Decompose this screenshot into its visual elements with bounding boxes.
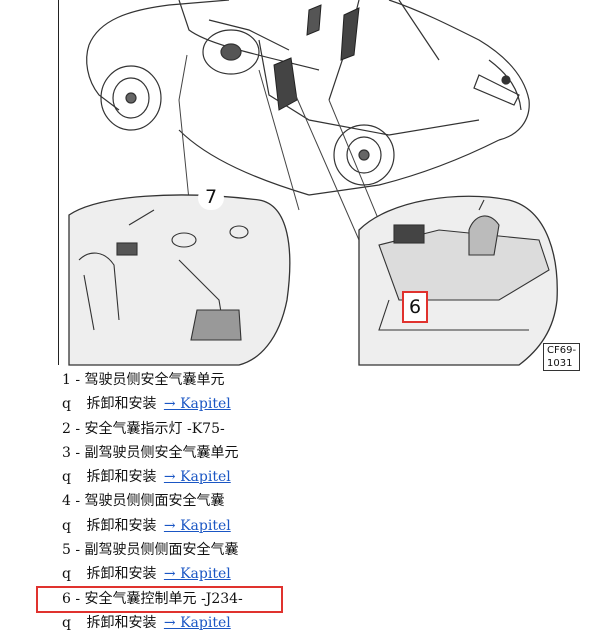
legend-item-1: 1 - 驾驶员侧安全气囊单元 [62,368,602,392]
item-text: 副驾驶员侧安全气囊单元 [84,444,239,461]
item-number: 2 - [62,420,81,437]
item-number: 6 - [62,590,81,607]
subitem-text: 拆卸和安装 [86,614,157,631]
legend-item-4: 4 - 驾驶员侧侧面安全气囊 [62,489,602,513]
bullet-q: q [62,396,71,413]
kapitel-link[interactable]: → Kapitel [163,469,231,486]
subitem-text: 拆卸和安装 [86,566,157,583]
legend-subitem-3: q 拆卸和安装 → Kapitel [62,465,602,489]
callout-number-6: 6 [402,291,428,323]
item-number: 4 - [62,493,81,510]
kapitel-link[interactable]: → Kapitel [163,517,231,534]
subitem-text: 拆卸和安装 [86,517,157,534]
item-number: 3 - [62,444,81,461]
legend-item-5: 5 - 副驾驶员侧侧面安全气囊 [62,538,602,562]
legend-list: 1 - 驾驶员侧安全气囊单元 q 拆卸和安装 → Kapitel 2 - 安全气… [62,368,602,635]
bullet-q: q [62,469,71,486]
item-text: 安全气囊指示灯 -K75- [84,420,225,437]
callout-number-7: 7 [198,186,224,210]
highlight-box-item-6 [36,586,283,613]
item-text: 驾驶员侧安全气囊单元 [84,372,225,388]
kapitel-link[interactable]: → Kapitel [163,566,231,583]
subitem-text: 拆卸和安装 [86,396,157,413]
legend-item-2: 2 - 安全气囊指示灯 -K75- [62,417,602,441]
item-text: 副驾驶员侧侧面安全气囊 [84,542,239,559]
airbag-location-figure: 7 6 CF69-1031 [58,0,581,371]
kapitel-link[interactable]: → Kapitel [163,614,231,631]
legend-subitem-6: q 拆卸和安装 → Kapitel [62,611,602,635]
item-text: 驾驶员侧侧面安全气囊 [84,493,225,510]
legend-item-6: 6 - 安全气囊控制单元 -J234- [62,587,602,611]
legend-subitem-4: q 拆卸和安装 → Kapitel [62,514,602,538]
item-text: 安全气囊控制单元 -J234- [84,590,243,607]
legend-subitem-5: q 拆卸和安装 → Kapitel [62,562,602,586]
bullet-q: q [62,517,71,534]
car-illustration [68,0,558,366]
kapitel-link[interactable]: → Kapitel [163,396,231,413]
figure-code: CF69-1031 [543,343,581,371]
item-number: 5 - [62,542,81,559]
legend-item-3: 3 - 副驾驶员侧安全气囊单元 [62,441,602,465]
legend-subitem-1: q 拆卸和安装 → Kapitel [62,392,602,416]
bullet-q: q [62,566,71,583]
item-number: 1 - [62,372,81,388]
bullet-q: q [62,614,71,631]
subitem-text: 拆卸和安装 [86,469,157,486]
